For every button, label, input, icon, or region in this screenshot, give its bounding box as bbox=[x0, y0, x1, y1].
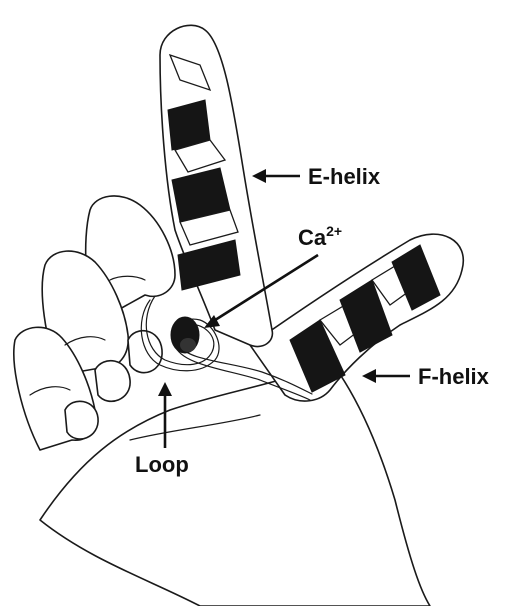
calcium-label-base: Ca bbox=[298, 225, 327, 250]
knuckle-1 bbox=[128, 331, 162, 373]
calcium-label: Ca2+ bbox=[298, 223, 342, 250]
calcium-label-charge: 2+ bbox=[326, 223, 342, 239]
calcium-ion-highlight bbox=[180, 338, 196, 352]
knuckle-2 bbox=[95, 361, 130, 402]
f-helix-label: F-helix bbox=[418, 364, 490, 389]
loop-label: Loop bbox=[135, 452, 189, 477]
e-helix-arrowhead bbox=[252, 169, 266, 183]
f-helix-arrowhead bbox=[362, 369, 376, 383]
knuckle-3 bbox=[65, 401, 98, 439]
e-helix-label: E-helix bbox=[308, 164, 381, 189]
loop-arrowhead bbox=[158, 382, 172, 396]
palm-outline bbox=[40, 360, 430, 606]
